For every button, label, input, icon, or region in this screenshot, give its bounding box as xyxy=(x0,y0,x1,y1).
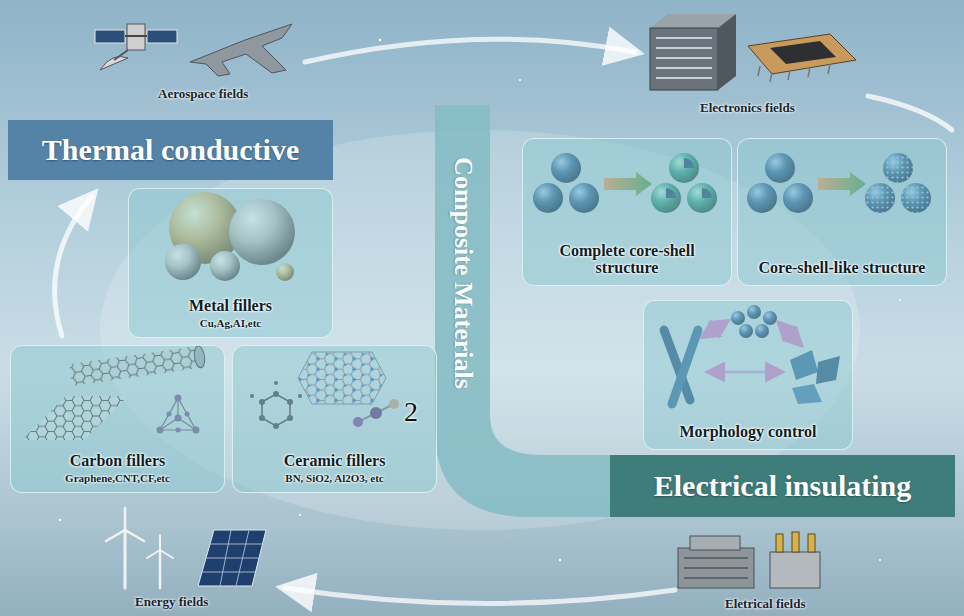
chip-module-icon xyxy=(748,34,856,82)
sky-glow xyxy=(379,39,381,41)
node-detail: Graphene,CNT,CF,etc xyxy=(65,472,170,484)
cycle-arrows xyxy=(868,96,952,130)
chip-module-icon xyxy=(770,72,772,82)
satellite-icon xyxy=(147,30,177,43)
sky-glow xyxy=(299,514,301,516)
jet-icon xyxy=(190,24,292,76)
sky-glow xyxy=(59,519,61,521)
filler-box: Metal fillersCu,Ag,AI,etc xyxy=(128,188,333,338)
wind-turbine-icon xyxy=(106,530,125,541)
sky-glow xyxy=(559,559,561,561)
field-label: Electronics fields xyxy=(700,100,795,116)
server-icon xyxy=(656,38,712,78)
solar-panel-icon xyxy=(198,530,266,586)
solar-panel-icon xyxy=(210,544,262,545)
field-label: Energy fields xyxy=(135,594,208,610)
cycle-arrows xyxy=(285,588,675,604)
filler-box: Carbon fillersGraphene,CNT,CF,etc xyxy=(10,345,225,493)
node-title: Morphology control xyxy=(679,423,816,441)
satellite-icon xyxy=(100,57,128,71)
cycle-arrows xyxy=(55,196,92,336)
server-icon xyxy=(718,14,736,90)
electrical-machine-icon xyxy=(770,552,820,588)
electrical-machine-icon xyxy=(678,548,754,588)
chip-module-icon xyxy=(808,67,810,77)
node-title: Thermal conductive xyxy=(42,133,299,167)
chip-module-icon xyxy=(748,34,856,74)
wind-turbine-icon xyxy=(160,550,173,558)
callout-number: 2 xyxy=(404,398,418,426)
structure-box: Core-shell-like structure xyxy=(737,138,947,286)
solar-panel-icon xyxy=(236,530,249,586)
electrical-machine-icon xyxy=(684,567,748,569)
heading-band: Electrical insulating xyxy=(610,455,955,517)
server-icon xyxy=(656,37,712,39)
node-detail: Cu,Ag,AI,etc xyxy=(200,317,261,329)
chip-module-icon xyxy=(788,70,790,80)
chip-module-icon xyxy=(758,64,830,82)
sky-glow xyxy=(879,559,881,561)
wind-turbine-icon xyxy=(106,508,173,588)
center-band: Composite Materials xyxy=(435,105,490,440)
server-icon xyxy=(650,14,736,90)
chip-module-icon xyxy=(758,66,760,76)
electrical-machine-icon xyxy=(678,532,820,588)
solar-panel-icon xyxy=(202,530,262,586)
wind-turbine-icon xyxy=(147,550,160,558)
jet-icon xyxy=(190,24,292,76)
node-title: Electrical insulating xyxy=(654,469,912,503)
satellite-icon xyxy=(95,24,177,70)
solar-panel-icon xyxy=(206,558,259,559)
node-detail: BN, SiO2, Al2O3, etc xyxy=(285,472,383,484)
wind-turbine-icon xyxy=(124,530,127,588)
heading-band: Thermal conductive xyxy=(8,120,333,180)
solar-panel-icon xyxy=(220,530,231,586)
node-title: Complete core-shell structure xyxy=(540,242,715,277)
node-title: Ceramic fillers xyxy=(284,452,386,470)
satellite-icon xyxy=(95,30,125,43)
node-title: Carbon fillers xyxy=(70,452,166,470)
electrical-machine-icon xyxy=(776,532,815,552)
electrical-machine-icon xyxy=(792,532,799,552)
sky-glow xyxy=(899,299,901,301)
wind-turbine-icon xyxy=(159,550,162,588)
electrical-machine-icon xyxy=(684,558,748,578)
wind-turbine-icon xyxy=(124,508,127,530)
field-label: Aerospace fields xyxy=(158,86,248,102)
wind-turbine-icon xyxy=(159,535,161,550)
satellite-icon xyxy=(114,50,128,60)
electrical-machine-icon xyxy=(776,534,783,552)
structure-box: Morphology control xyxy=(643,300,853,450)
field-label: Eletrical fields xyxy=(725,596,806,612)
wind-turbine-icon xyxy=(125,530,144,541)
solar-panel-icon xyxy=(198,530,266,586)
chip-module-icon xyxy=(770,41,836,64)
electrical-machine-icon xyxy=(690,536,740,550)
satellite-icon xyxy=(125,35,147,37)
server-icon xyxy=(656,57,712,59)
server-icon xyxy=(656,67,712,69)
node-title: Composite Materials xyxy=(448,157,478,389)
chip-module-icon xyxy=(828,64,830,74)
sky-glow xyxy=(519,79,521,81)
node-title: Core-shell-like structure xyxy=(759,259,926,277)
node-title: Metal fillers xyxy=(189,297,272,315)
electrical-machine-icon xyxy=(808,534,815,552)
server-icon xyxy=(656,47,712,49)
structure-box: Complete core-shell structure xyxy=(522,138,732,286)
electrical-machine-icon xyxy=(684,577,748,579)
cycle-arrows xyxy=(305,39,635,62)
server-icon xyxy=(656,77,712,79)
server-icon xyxy=(650,28,718,90)
electrical-machine-icon xyxy=(684,557,748,559)
solar-panel-icon xyxy=(202,572,255,573)
